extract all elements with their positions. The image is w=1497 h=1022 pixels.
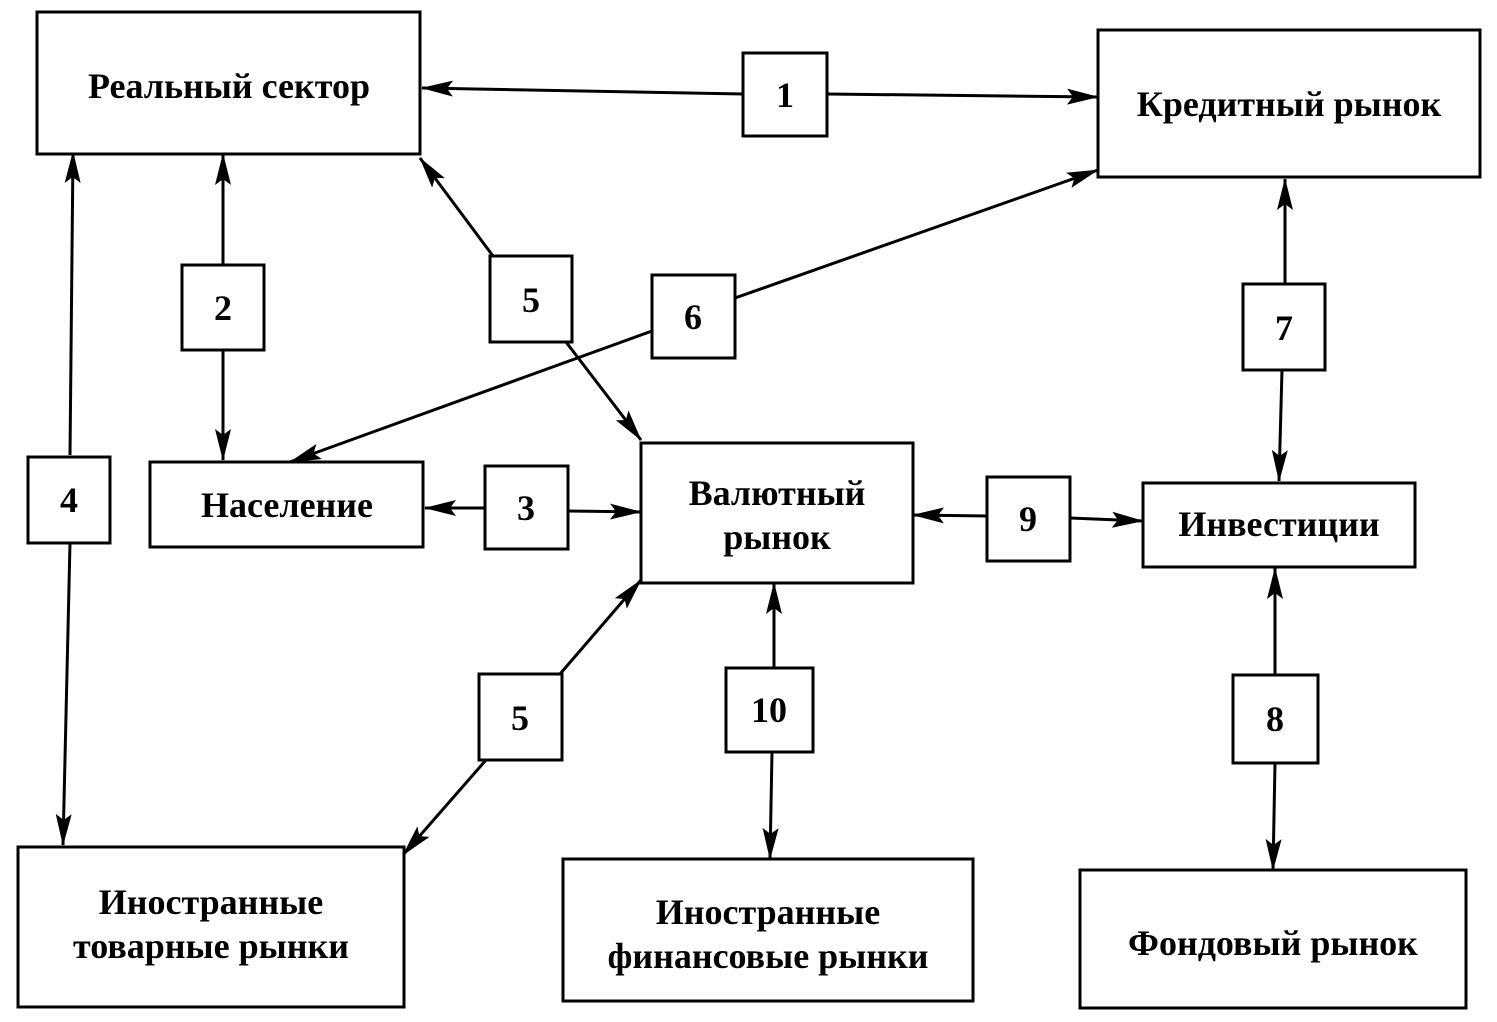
connector-5-bottom-up xyxy=(558,579,643,675)
link-box-10: 10 xyxy=(724,666,815,754)
link-box-9: 9 xyxy=(985,475,1072,563)
node-stock-market-label: Фондовый рынок xyxy=(1128,923,1418,963)
node-foreign-financial-markets: Иностранные финансовые рынки xyxy=(561,857,975,1003)
node-foreign-goods-markets: Иностранные товарные рынки xyxy=(16,845,406,1009)
connector-7-down xyxy=(1271,369,1288,482)
link-box-7: 7 xyxy=(1241,282,1327,372)
node-real-sector-label: Реальный сектор xyxy=(88,66,370,106)
connector-6-left xyxy=(289,329,653,464)
node-foreign-financial-markets-label-line1: Иностранные xyxy=(656,892,880,932)
connector-3-right xyxy=(567,503,642,520)
node-population: Население xyxy=(148,460,425,549)
node-foreign-goods-markets-label-line1: Иностранные xyxy=(99,882,323,922)
link-box-5-bottom: 5 xyxy=(477,672,564,762)
connector-6-right xyxy=(734,168,1099,300)
link-box-6-label: 6 xyxy=(684,297,702,337)
link-box-10-label: 10 xyxy=(751,690,787,730)
node-credit-market-label: Кредитный рынок xyxy=(1137,84,1442,124)
connector-1-left xyxy=(421,80,744,97)
node-currency-market-label-line2: рынок xyxy=(723,517,831,557)
connector-4-down xyxy=(55,542,72,846)
connector-9-right xyxy=(1069,511,1144,528)
node-population-label: Население xyxy=(201,485,373,525)
node-stock-market: Фондовый рынок xyxy=(1078,868,1468,1010)
connector-5-top-up xyxy=(418,157,495,257)
node-foreign-goods-markets-label-line2: товарные рынки xyxy=(73,926,349,966)
connector-9-left xyxy=(912,507,988,524)
node-investments-label: Инвестиции xyxy=(1178,504,1379,544)
node-investments: Инвестиции xyxy=(1141,481,1417,569)
connectors xyxy=(55,80,1293,871)
link-box-5-top: 5 xyxy=(488,254,574,344)
link-box-1-label: 1 xyxy=(776,75,794,115)
connector-1-right xyxy=(826,88,1099,105)
node-foreign-financial-markets-label-line2: финансовые рынки xyxy=(607,936,928,976)
link-box-9-label: 9 xyxy=(1019,499,1037,539)
link-box-1: 1 xyxy=(741,51,829,138)
link-box-4-label: 4 xyxy=(60,480,78,520)
node-currency-market-label-line1: Валютный xyxy=(689,473,866,513)
connector-8-down xyxy=(1265,762,1282,871)
node-currency-market: Валютный рынок xyxy=(639,441,915,585)
link-box-3-label: 3 xyxy=(517,488,535,528)
connector-4-up xyxy=(64,151,81,456)
node-credit-market: Кредитный рынок xyxy=(1096,28,1482,179)
link-box-2-label: 2 xyxy=(214,288,232,328)
link-box-4: 4 xyxy=(26,455,112,545)
link-box-3: 3 xyxy=(483,464,570,551)
link-box-8: 8 xyxy=(1231,673,1320,765)
link-box-6: 6 xyxy=(650,273,737,360)
link-box-2: 2 xyxy=(180,263,266,352)
link-box-7-label: 7 xyxy=(1275,308,1293,348)
link-box-8-label: 8 xyxy=(1266,699,1284,739)
link-box-5-bottom-label: 5 xyxy=(511,698,529,738)
link-box-5-top-label: 5 xyxy=(522,280,540,320)
connector-10-down xyxy=(762,751,779,860)
node-real-sector: Реальный сектор xyxy=(35,10,422,156)
connector-5-bottom-down xyxy=(401,759,488,856)
